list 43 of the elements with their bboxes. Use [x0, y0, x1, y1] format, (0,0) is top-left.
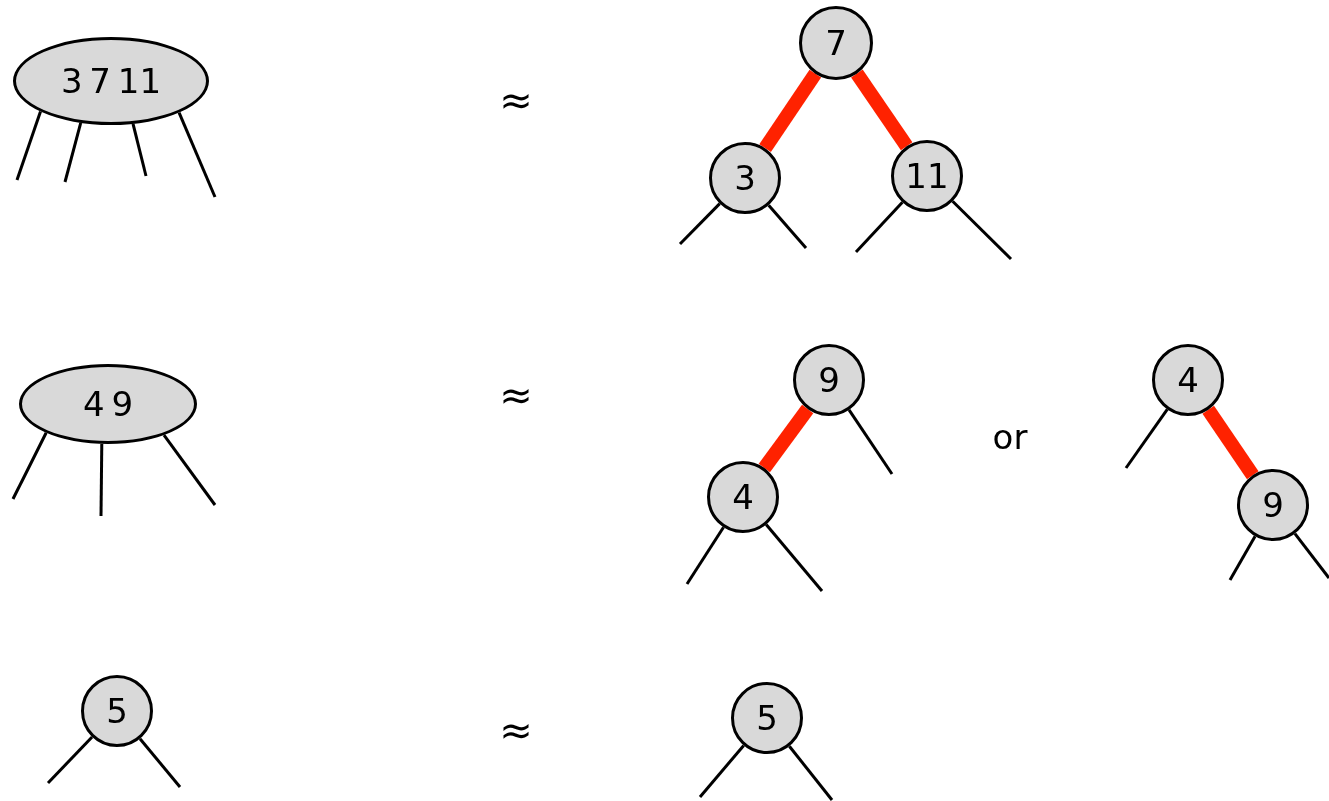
- child-link-line: [1293, 532, 1329, 579]
- child-link-line: [131, 123, 148, 177]
- approx-sign: ≈: [499, 710, 533, 750]
- child-link-line: [1124, 408, 1169, 469]
- node-key: 3 7 11: [60, 64, 162, 98]
- node-key: 4: [732, 480, 754, 514]
- child-link-line: [765, 523, 824, 592]
- node-key: 9: [818, 363, 840, 397]
- node-key: 7: [825, 26, 847, 60]
- tree-node: [707, 461, 779, 533]
- child-link-line: [685, 526, 725, 585]
- approx-sign: ≈: [499, 80, 533, 120]
- node-key: 11: [905, 159, 949, 193]
- child-link-line: [1228, 535, 1257, 581]
- child-link-line: [99, 443, 104, 516]
- child-link-line: [11, 432, 48, 500]
- tree-node: [709, 142, 781, 214]
- or-word: or: [992, 420, 1028, 454]
- node-key: 3: [734, 161, 756, 195]
- child-link-line: [678, 202, 721, 246]
- node-key: 4 9: [82, 387, 134, 421]
- tree-edge: [851, 69, 913, 151]
- node-key: 5: [756, 701, 778, 735]
- child-link-line: [15, 111, 42, 181]
- tree-edge: [759, 69, 822, 153]
- tree-node: [891, 140, 963, 212]
- child-link-line: [138, 737, 182, 788]
- approx-sign: ≈: [499, 375, 533, 415]
- child-link-line: [162, 434, 217, 506]
- node-key: 9: [1262, 488, 1284, 522]
- child-link-line: [698, 744, 745, 798]
- node-key: 4: [1177, 363, 1199, 397]
- child-link-line: [788, 745, 834, 801]
- child-link-line: [951, 200, 1013, 261]
- child-link-line: [847, 409, 894, 475]
- tree-edge: [1202, 405, 1259, 480]
- tree-node: [1237, 469, 1309, 541]
- child-link-line: [767, 204, 808, 249]
- node-key: 5: [106, 694, 128, 728]
- child-link-line: [854, 201, 904, 254]
- child-link-line: [46, 735, 94, 785]
- tree-edge: [758, 404, 814, 473]
- child-link-line: [177, 112, 217, 198]
